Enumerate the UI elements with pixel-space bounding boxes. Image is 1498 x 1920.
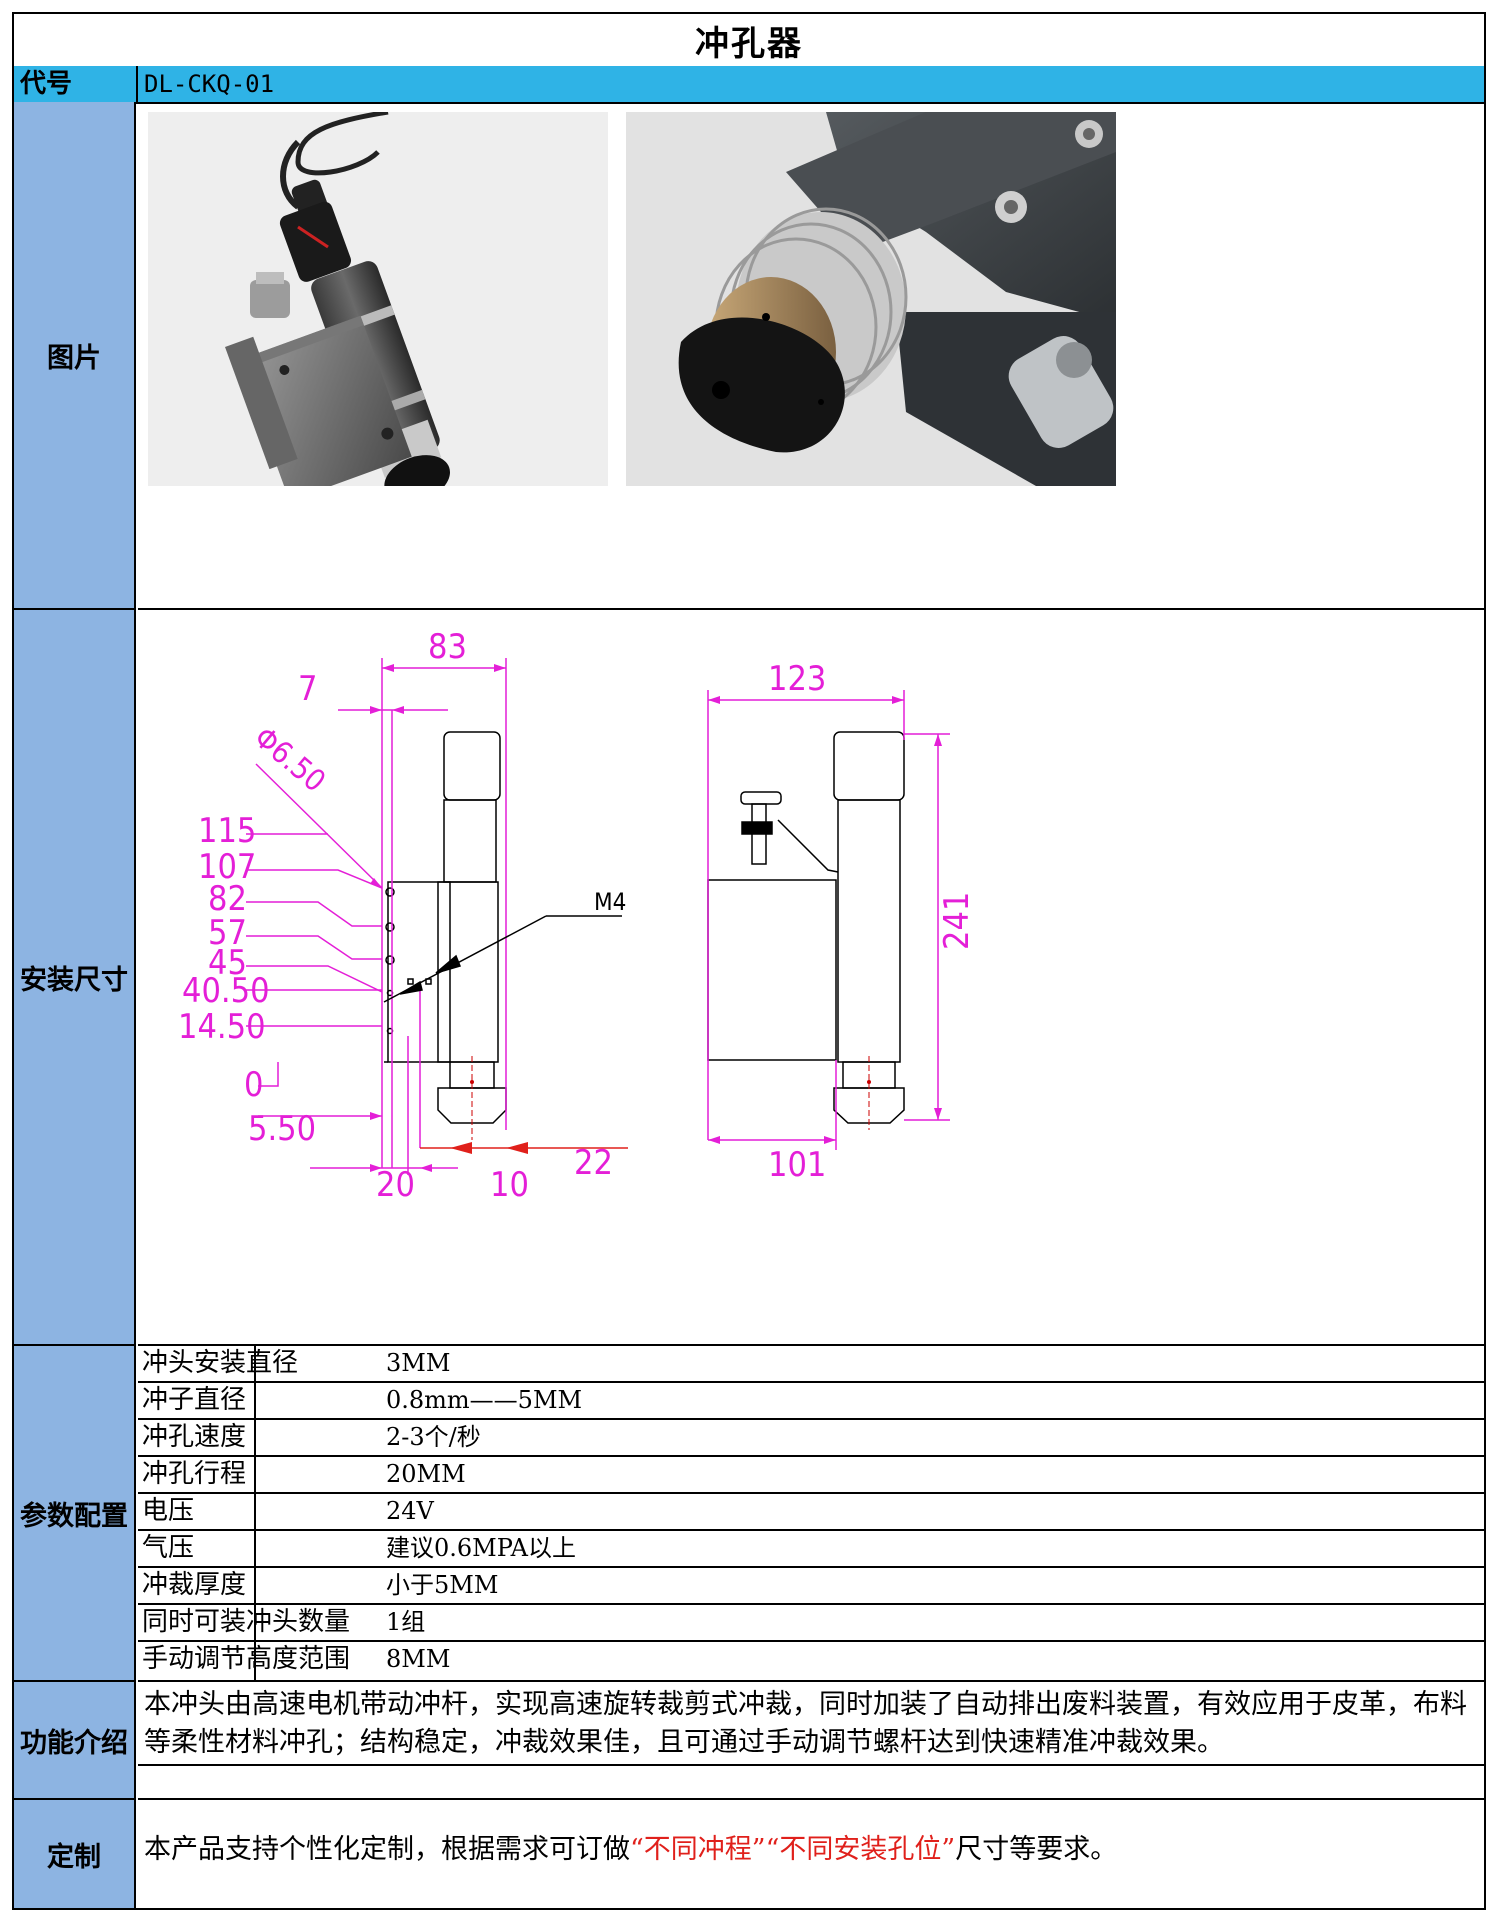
function-section: 本冲头由高速电机带动冲杆，实现高速旋转裁剪式冲裁，同时加装了自动排出废料装置，有… xyxy=(138,1682,1484,1766)
product-photo-closeup xyxy=(626,112,1116,486)
custom-text-after: 尺寸等要求。 xyxy=(955,1834,1118,1865)
center-mark xyxy=(470,1080,474,1084)
param-name: 气压 xyxy=(142,1533,195,1563)
dim-82: 82 xyxy=(208,879,247,919)
dim-107: 107 xyxy=(198,847,256,887)
dim-40-50: 40.50 xyxy=(182,971,270,1011)
m4-leader xyxy=(383,915,622,1003)
custom-highlight-stroke: “不同冲程” xyxy=(630,1834,766,1865)
param-name: 电压 xyxy=(142,1496,195,1526)
page-title: 冲孔器 xyxy=(14,14,1484,68)
table-row: 冲孔速度 2-3个/秒 xyxy=(138,1420,1484,1457)
left-dimension-arrows xyxy=(370,664,506,1172)
table-row: 手动调节高度范围 8MM xyxy=(138,1642,1484,1682)
dim-14-50: 14.50 xyxy=(178,1007,266,1047)
dim-115: 115 xyxy=(198,811,256,851)
code-label: 代号 xyxy=(20,69,73,99)
dim-10: 10 xyxy=(490,1165,529,1205)
custom-text: 本产品支持个性化定制，根据需求可订做“不同冲程”“不同安装孔位”尺寸等要求。 xyxy=(144,1800,1117,1900)
function-label: 功能介绍 xyxy=(14,1682,136,1800)
param-value: 0.8mm——5MM xyxy=(386,1386,583,1414)
dim-45: 45 xyxy=(208,943,247,983)
param-name: 手动调节高度范围 xyxy=(142,1644,351,1674)
table-row: 电压 24V xyxy=(138,1494,1484,1531)
param-name: 冲头安装直径 xyxy=(142,1348,299,1378)
param-name: 冲孔行程 xyxy=(142,1459,247,1489)
code-value: DL-CKQ-01 xyxy=(144,70,275,98)
table-row: 冲子直径 0.8mm——5MM xyxy=(138,1383,1484,1420)
param-name: 冲子直径 xyxy=(142,1385,247,1415)
table-row: 冲头安装直径 3MM xyxy=(138,1346,1484,1383)
picture-section xyxy=(138,102,1484,610)
function-text: 本冲头由高速电机带动冲杆，实现高速旋转裁剪式冲裁，同时加装了自动排出废料装置，有… xyxy=(144,1689,1467,1758)
red-dimension xyxy=(420,1142,628,1154)
table-row: 冲孔行程 20MM xyxy=(138,1457,1484,1494)
product-photo-full-image xyxy=(225,112,450,486)
params-column-divider xyxy=(254,1346,256,1680)
dim-dia: Φ6.50 xyxy=(247,720,332,799)
param-value: 8MM xyxy=(386,1645,451,1673)
left-dimension-lines xyxy=(246,658,507,1175)
param-value: 3MM xyxy=(386,1349,451,1377)
param-value: 建议0.6MPA以上 xyxy=(386,1534,577,1562)
dim-123: 123 xyxy=(768,659,826,699)
param-name: 冲孔速度 xyxy=(142,1422,247,1452)
custom-highlight-holes: “不同安装孔位” xyxy=(765,1834,956,1865)
left-view-outline xyxy=(384,731,507,1124)
dim-22: 22 xyxy=(574,1143,613,1183)
custom-text-before: 本产品支持个性化定制，根据需求可订做 xyxy=(144,1834,630,1865)
spec-sheet: 冲孔器 代号 DL-CKQ-01 图片 xyxy=(12,12,1486,1910)
custom-label: 定制 xyxy=(14,1800,136,1908)
right-view-outline xyxy=(707,731,905,1124)
dimension-drawing: 83 7 Φ6.50 115 107 82 57 45 40.50 14.50 … xyxy=(178,627,977,1205)
center-mark xyxy=(867,1080,871,1084)
right-dimension-lines xyxy=(707,690,950,1150)
param-value: 24V xyxy=(386,1497,434,1525)
dim-57: 57 xyxy=(208,913,247,953)
table-row: 气压 建议0.6MPA以上 xyxy=(138,1531,1484,1568)
table-row: 同时可装冲头数量 1组 xyxy=(138,1605,1484,1642)
dim-7: 7 xyxy=(298,669,317,709)
center-lines xyxy=(471,1056,870,1140)
dim-20: 20 xyxy=(376,1165,415,1205)
param-name: 冲裁厚度 xyxy=(142,1570,247,1600)
thread-label: M4 xyxy=(594,888,626,916)
dimensions-label: 安装尺寸 xyxy=(14,610,136,1346)
right-dimension-arrows xyxy=(708,696,942,1144)
picture-label: 图片 xyxy=(14,102,136,610)
dim-83: 83 xyxy=(428,627,467,667)
dimensions-section: 83 7 Φ6.50 115 107 82 57 45 40.50 14.50 … xyxy=(138,610,1484,1346)
product-photo-closeup-image xyxy=(626,112,1116,486)
param-name: 同时可装冲头数量 xyxy=(142,1607,351,1637)
code-row: 代号 DL-CKQ-01 xyxy=(14,66,1484,104)
dim-5-50: 5.50 xyxy=(248,1109,316,1149)
dim-0: 0 xyxy=(244,1065,263,1105)
param-value: 小于5MM xyxy=(386,1571,499,1599)
product-photo-full xyxy=(148,112,608,486)
function-blank-row xyxy=(138,1766,1484,1800)
custom-section: 本产品支持个性化定制，根据需求可订做“不同冲程”“不同安装孔位”尺寸等要求。 xyxy=(138,1800,1484,1908)
divider xyxy=(136,66,138,102)
param-value: 1组 xyxy=(386,1608,426,1636)
param-value: 20MM xyxy=(386,1460,466,1488)
param-value: 2-3个/秒 xyxy=(386,1423,481,1451)
table-row: 冲裁厚度 小于5MM xyxy=(138,1568,1484,1605)
params-label: 参数配置 xyxy=(14,1346,136,1682)
dim-241: 241 xyxy=(937,892,977,950)
dim-101: 101 xyxy=(768,1145,826,1185)
